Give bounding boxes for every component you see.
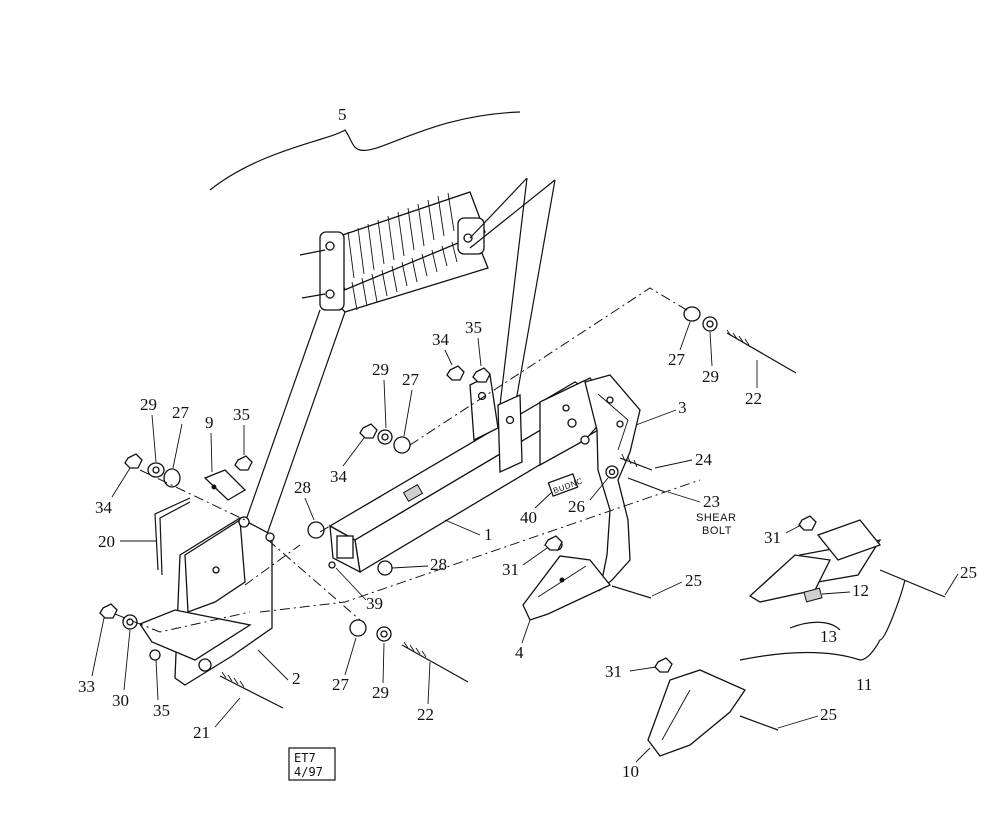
callout-35: 35 xyxy=(153,701,170,720)
callout-27: 27 xyxy=(172,403,190,422)
callout-9: 9 xyxy=(205,413,214,432)
callout-20: 20 xyxy=(98,532,115,551)
callout-31: 31 xyxy=(605,662,622,681)
spring-assembly xyxy=(299,191,489,313)
point-11-group xyxy=(739,515,946,661)
clip-9 xyxy=(203,469,247,501)
callout-31: 31 xyxy=(764,528,781,547)
spring-leaders xyxy=(245,177,556,541)
mounting-bracket xyxy=(139,516,275,686)
callout-28: 28 xyxy=(430,555,447,574)
stamp-line-2: 4/97 xyxy=(294,765,323,779)
callout-23-note-shear: SHEAR xyxy=(696,512,736,524)
callout-4: 4 xyxy=(515,643,524,662)
callout-27: 27 xyxy=(668,350,686,369)
callout-28: 28 xyxy=(294,478,311,497)
callout-25: 25 xyxy=(685,571,702,590)
callout-25: 25 xyxy=(960,563,977,582)
stamp-line-1: ET7 xyxy=(294,751,316,765)
callout-21: 21 xyxy=(193,723,210,742)
assembly-lines xyxy=(114,287,701,633)
hardware xyxy=(99,306,797,709)
callout-11: 11 xyxy=(856,675,872,694)
callout-5: 5 xyxy=(338,105,347,124)
callout-35: 35 xyxy=(465,318,482,337)
callout-35: 35 xyxy=(233,405,250,424)
callout-39: 39 xyxy=(366,594,383,613)
callout-27: 27 xyxy=(402,370,420,389)
main-beam xyxy=(328,374,613,574)
callout-13: 13 xyxy=(820,627,837,646)
callout-34: 34 xyxy=(95,498,113,517)
callout-27: 27 xyxy=(332,675,350,694)
group-bracket-5 xyxy=(209,111,521,191)
callout-29: 29 xyxy=(372,360,389,379)
callout-33: 33 xyxy=(78,677,95,696)
drawing-stamp: ET7 4/97 xyxy=(288,747,336,781)
point-4 xyxy=(522,539,612,621)
callout-40: 40 xyxy=(520,508,537,527)
callout-30: 30 xyxy=(112,691,129,710)
callout-23: 23 xyxy=(703,492,720,511)
callout-22: 22 xyxy=(417,705,434,724)
callout-34: 34 xyxy=(330,467,348,486)
callout-34: 34 xyxy=(432,330,450,349)
callout-26: 26 xyxy=(568,497,585,516)
callout-12: 12 xyxy=(852,581,869,600)
callout-29: 29 xyxy=(140,395,157,414)
callout-10: 10 xyxy=(622,762,639,781)
point-10-group xyxy=(647,657,779,757)
callout-29: 29 xyxy=(702,367,719,386)
callout-25: 25 xyxy=(820,705,837,724)
callout-3: 3 xyxy=(678,398,687,417)
callout-2: 2 xyxy=(292,669,301,688)
callout-labels: 5 35 34 27 29 22 29 27 34 29 27 9 35 34 … xyxy=(78,105,977,781)
callout-22: 22 xyxy=(745,389,762,408)
callout-23-note-bolt: BOLT xyxy=(702,525,732,537)
callout-1: 1 xyxy=(484,525,493,544)
callout-31: 31 xyxy=(502,560,519,579)
callout-24: 24 xyxy=(695,450,713,469)
shank xyxy=(584,374,641,592)
callout-29: 29 xyxy=(372,683,389,702)
u-bolt-20 xyxy=(154,497,191,576)
